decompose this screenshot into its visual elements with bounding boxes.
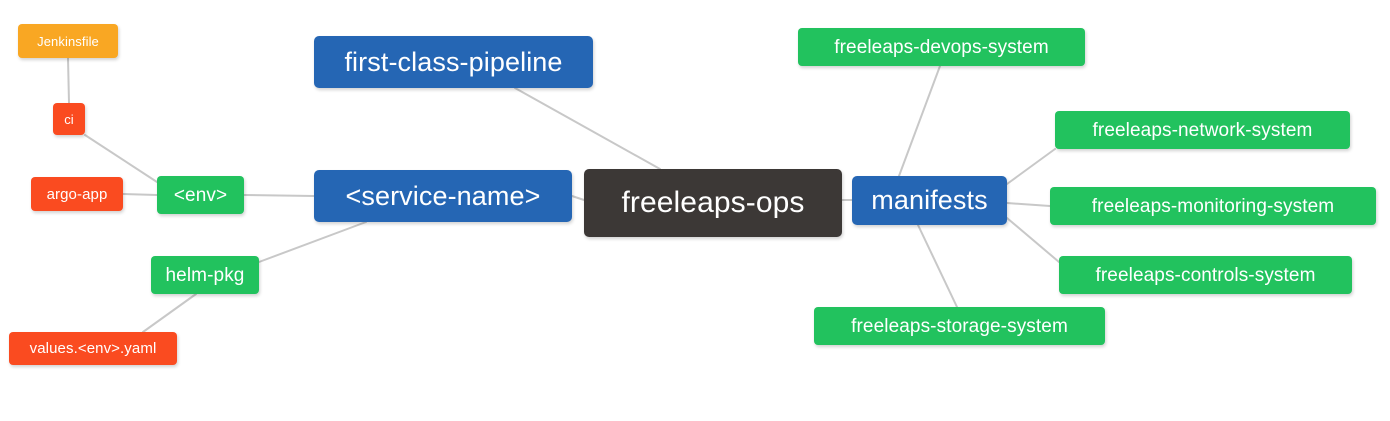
edge-e-jenkinsfile-ci bbox=[67, 57, 70, 104]
edge-e-values-helm bbox=[142, 293, 197, 333]
edge-e-monitor-manifests bbox=[1006, 202, 1051, 207]
node-helm-pkg[interactable]: helm-pkg bbox=[151, 256, 259, 294]
node-env[interactable]: <env> bbox=[157, 176, 244, 214]
node-label-service-name: <service-name> bbox=[345, 180, 541, 211]
node-label-argo-app: argo-app bbox=[46, 185, 108, 203]
edge-e-env-service bbox=[243, 194, 315, 197]
edge-e-service-ops bbox=[571, 195, 585, 201]
edge-e-devops-manifests bbox=[898, 65, 941, 177]
edge-e-network-manifests bbox=[1006, 148, 1056, 185]
node-freeleaps-monitoring-system[interactable]: freeleaps-monitoring-system bbox=[1050, 187, 1376, 225]
node-argo-app[interactable]: argo-app bbox=[31, 177, 123, 211]
edge-e-argoapp-env bbox=[122, 193, 158, 196]
node-freeleaps-devops-system[interactable]: freeleaps-devops-system bbox=[798, 28, 1085, 66]
node-freeleaps-controls-system[interactable]: freeleaps-controls-system bbox=[1059, 256, 1352, 294]
edge-e-helm-service bbox=[258, 221, 367, 263]
node-label-helm-pkg: helm-pkg bbox=[165, 264, 245, 286]
node-first-class-pipeline[interactable]: first-class-pipeline bbox=[314, 36, 593, 88]
node-label-env: <env> bbox=[173, 184, 228, 206]
node-ci[interactable]: ci bbox=[53, 103, 85, 135]
node-freeleaps-ops[interactable]: freeleaps-ops bbox=[584, 169, 842, 237]
node-label-freeleaps-devops-system: freeleaps-devops-system bbox=[834, 36, 1049, 58]
node-jenkinsfile[interactable]: Jenkinsfile bbox=[18, 24, 118, 58]
edge-e-storage-manifests bbox=[917, 224, 958, 308]
node-label-freeleaps-ops: freeleaps-ops bbox=[621, 186, 805, 219]
node-service-name[interactable]: <service-name> bbox=[314, 170, 572, 222]
node-label-jenkinsfile: Jenkinsfile bbox=[37, 33, 99, 49]
node-label-manifests: manifests bbox=[871, 185, 988, 215]
node-label-values-yaml: values.<env>.yaml bbox=[29, 340, 157, 357]
node-label-ci: ci bbox=[64, 111, 74, 127]
node-label-freeleaps-network-system: freeleaps-network-system bbox=[1092, 119, 1313, 141]
node-label-freeleaps-controls-system: freeleaps-controls-system bbox=[1095, 264, 1316, 286]
edge-e-pipeline-ops bbox=[514, 87, 661, 170]
edge-e-controls-manifests bbox=[1006, 217, 1060, 263]
node-manifests[interactable]: manifests bbox=[852, 176, 1007, 225]
node-label-first-class-pipeline: first-class-pipeline bbox=[344, 46, 563, 77]
node-freeleaps-storage-system[interactable]: freeleaps-storage-system bbox=[814, 307, 1105, 345]
node-freeleaps-network-system[interactable]: freeleaps-network-system bbox=[1055, 111, 1350, 149]
edge-e-ci-env bbox=[84, 134, 158, 183]
node-label-freeleaps-monitoring-system: freeleaps-monitoring-system bbox=[1091, 195, 1335, 217]
node-label-freeleaps-storage-system: freeleaps-storage-system bbox=[851, 315, 1068, 337]
node-values-yaml[interactable]: values.<env>.yaml bbox=[9, 332, 177, 365]
